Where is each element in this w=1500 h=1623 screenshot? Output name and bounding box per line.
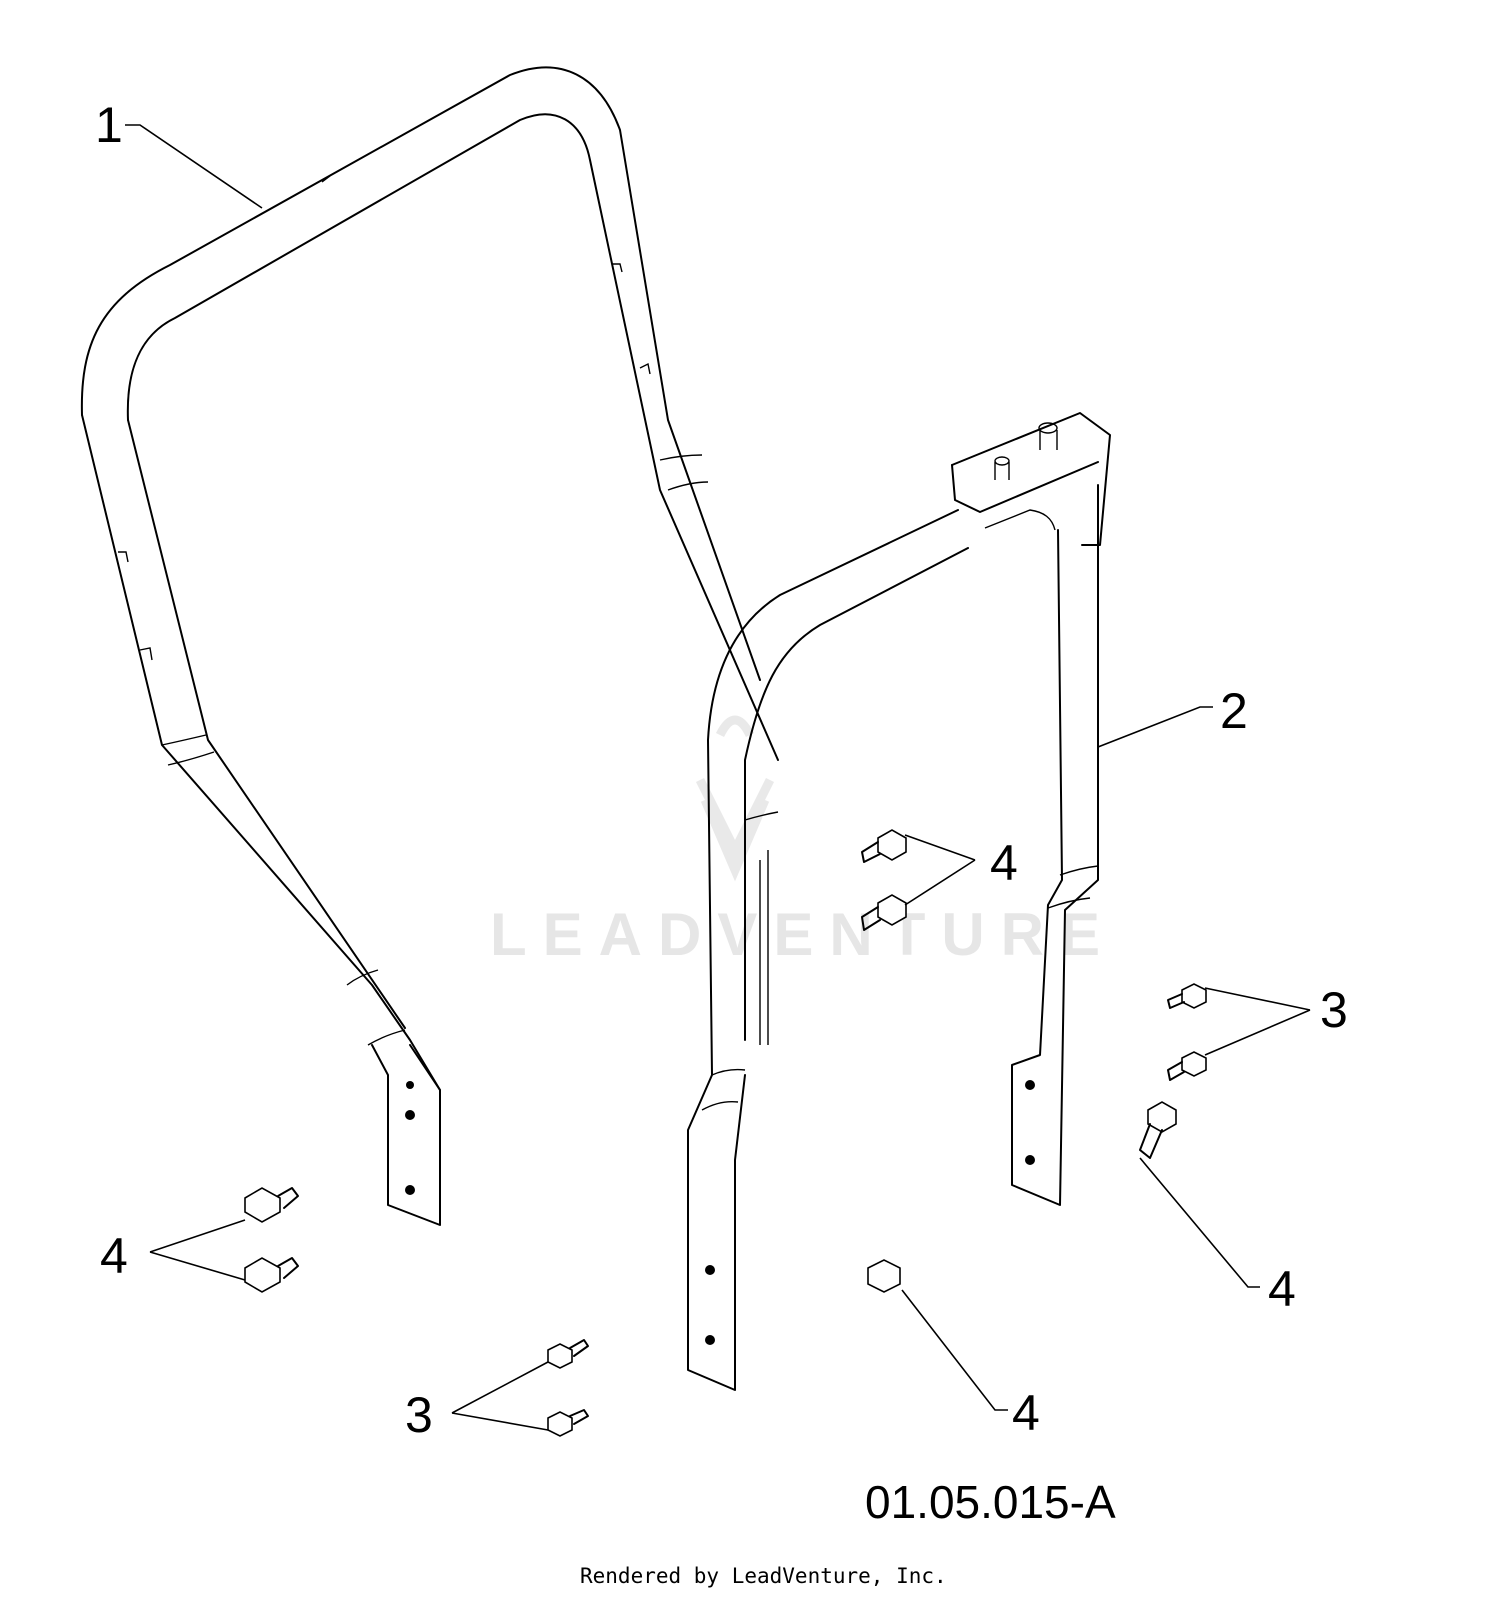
watermark: LEADVENTURE [490,715,1116,968]
callouts: 1 2 3 3 4 4 4 4 [95,97,1348,1443]
nut-icon [1167,983,1207,1009]
bolt-icon [244,1187,299,1223]
watermark-text: LEADVENTURE [490,901,1116,968]
part-2-support-bar [687,412,1111,1391]
render-credit: Rendered by LeadVenture, Inc. [580,1564,947,1588]
bolt-icon [1139,1101,1177,1159]
callout-3: 3 [1320,982,1348,1038]
callout-1: 1 [95,97,123,153]
watermark-logo-mark [695,715,775,882]
bolt-icon [244,1257,299,1293]
nuts-item-3 [547,983,1207,1437]
callout-4: 4 [990,835,1018,891]
part-1-roll-bar [80,66,779,1226]
callout-3: 3 [405,1387,433,1443]
nut-icon [547,1339,589,1369]
callout-4: 4 [1012,1385,1040,1441]
drawing-id: 01.05.015-A [865,1476,1116,1528]
bolt-icon [861,829,907,863]
leader-lines [125,124,1311,1431]
bolts-item-4 [244,829,1177,1293]
nut-icon [547,1409,589,1437]
nut-icon [1167,1051,1207,1081]
callout-4: 4 [100,1228,128,1284]
callout-4: 4 [1268,1261,1296,1317]
bolt-icon [861,894,907,931]
bolt-icon [867,1259,901,1293]
callout-2: 2 [1220,683,1248,739]
